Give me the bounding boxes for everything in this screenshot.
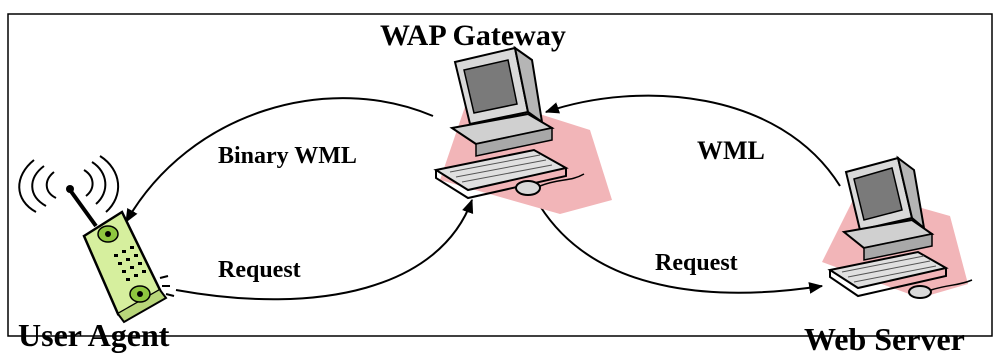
server-computer-icon bbox=[822, 155, 973, 299]
arrow-server-to-gateway bbox=[544, 94, 841, 187]
label-wap-gateway: WAP Gateway bbox=[380, 19, 566, 52]
diagram-frame bbox=[7, 13, 993, 337]
arrow-gateway-to-agent bbox=[125, 97, 434, 224]
label-request-right: Request bbox=[655, 250, 738, 276]
arrow-gateway-to-server bbox=[539, 205, 824, 294]
label-request-left: Request bbox=[218, 257, 301, 283]
label-binary-wml: Binary WML bbox=[218, 143, 357, 169]
label-user-agent: User Agent bbox=[18, 317, 170, 353]
arrow-agent-to-gateway bbox=[175, 198, 474, 301]
mobile-phone-icon bbox=[18, 155, 175, 324]
label-wml: WML bbox=[697, 136, 765, 165]
gateway-computer-icon bbox=[433, 45, 612, 214]
label-web-server: Web Server bbox=[804, 321, 965, 354]
